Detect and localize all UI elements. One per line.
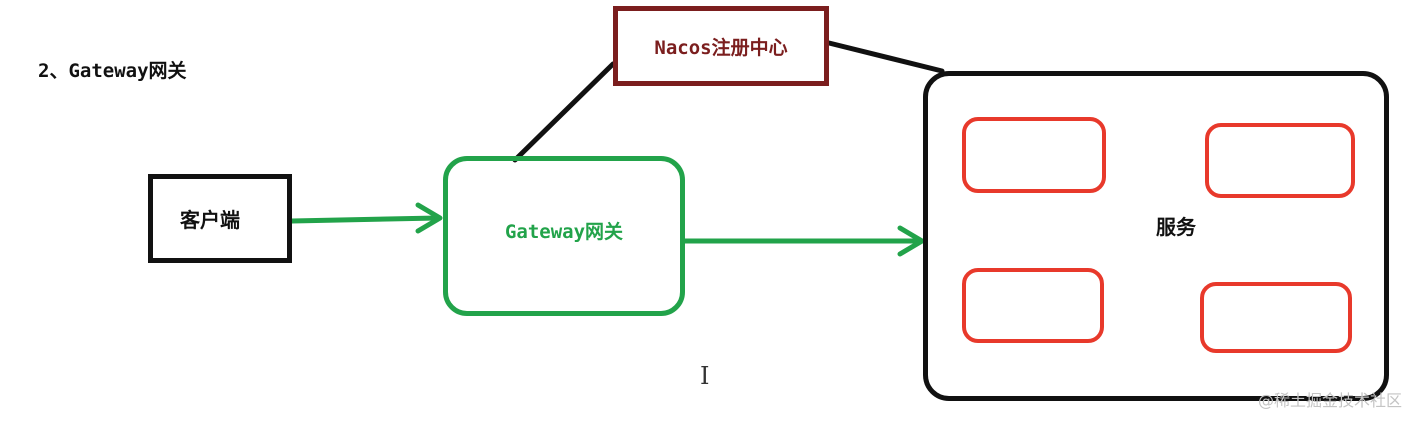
section-heading: 2、Gateway网关	[38, 60, 187, 82]
arrow-gateway-to-services	[682, 225, 925, 257]
nacos-registry-label: Nacos注册中心	[654, 36, 788, 59]
service-instance	[1200, 282, 1352, 353]
service-instance	[962, 268, 1104, 343]
nacos-registry-box: Nacos注册中心	[613, 6, 829, 86]
gateway-label: Gateway网关	[504, 221, 624, 243]
connector-registry-services	[826, 40, 945, 74]
services-label: 服务	[1156, 214, 1196, 239]
services-container: 服务	[923, 71, 1389, 401]
service-instance	[1205, 123, 1355, 198]
arrow-client-to-gateway	[289, 202, 443, 234]
service-instance	[962, 117, 1106, 193]
connector-gateway-registry	[512, 61, 616, 163]
watermark: @稀土掘金技术社区	[1257, 391, 1402, 410]
gateway-box: Gateway网关	[443, 156, 685, 316]
client-box: 客户端	[148, 174, 292, 263]
text-cursor-icon: I	[700, 362, 710, 390]
client-label: 客户端	[180, 208, 240, 232]
